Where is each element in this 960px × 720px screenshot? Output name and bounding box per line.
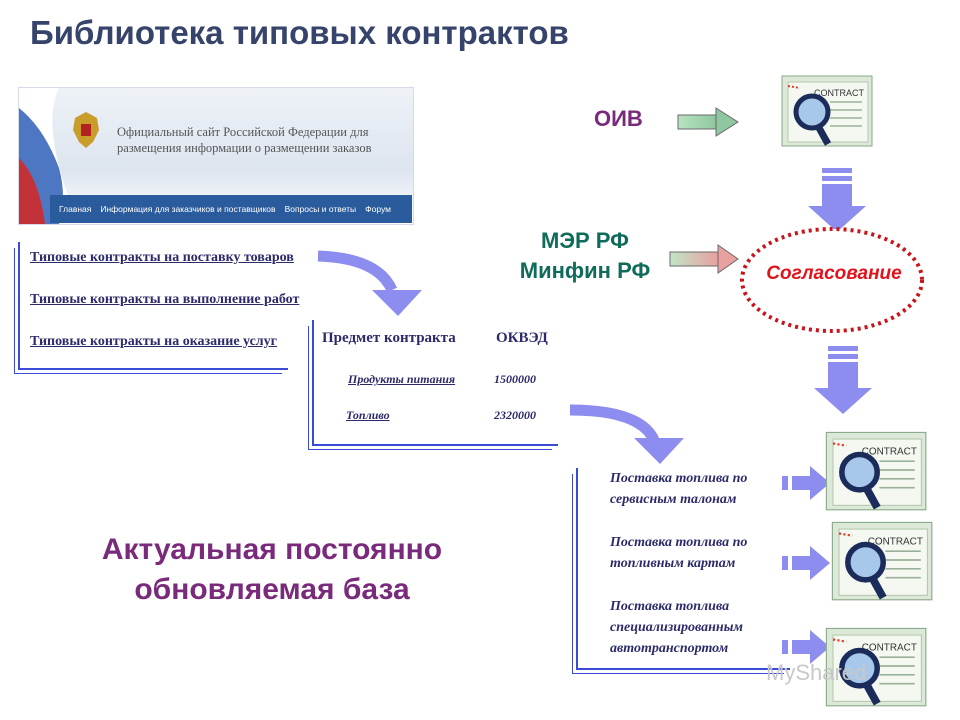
right-arrow-2-icon	[782, 546, 830, 580]
contract-type-goods-link[interactable]: Типовые контракты на поставку товаров	[30, 250, 294, 265]
contract-type-services-link[interactable]: Типовые контракты на оказание услуг	[30, 334, 278, 349]
subject-fuel-link[interactable]: Топливо	[346, 408, 390, 422]
fuel-contract-cards-link[interactable]: Поставка топлива по топливным картам	[610, 535, 748, 571]
contract-doc-coupons-icon: CONTRACT	[820, 428, 930, 517]
tagline-line-1: Актуальная постоянно	[101, 533, 443, 566]
contract-type-works-link[interactable]: Типовые контракты на выполнение работ	[30, 292, 300, 307]
contract-doc-cards-icon: CONTRACT	[826, 518, 936, 607]
down-arrow-2-icon	[814, 346, 872, 414]
oiv-arrow-icon	[677, 107, 739, 137]
mer-label: МЭР РФ	[541, 228, 629, 253]
contract-types-list: Типовые контракты на поставку товаров Ти…	[18, 242, 299, 370]
fuel-contract-transport-link[interactable]: Поставка топлива специализированным авто…	[610, 599, 744, 656]
subject-table: Предмет контракта ОКВЭД Продукты питания…	[312, 320, 558, 446]
svg-text:CONTRACT: CONTRACT	[868, 537, 923, 548]
minfin-label: Минфин РФ	[519, 258, 651, 283]
subject-food-link[interactable]: Продукты питания	[348, 372, 456, 386]
oiv-label: ОИВ	[594, 106, 643, 131]
portal-site-title: Официальный сайт Российской Федерации дл…	[117, 125, 372, 155]
page-title: Библиотека типовых контрактов	[30, 14, 569, 51]
okved-header: ОКВЭД	[496, 330, 548, 346]
portal-nav-bar: Главная Информация для заказчиков и пост…	[50, 195, 412, 223]
contract-doc-transport-icon: CONTRACT	[820, 624, 930, 713]
tagline: Актуальная постоянно обновляемая база	[52, 530, 492, 610]
svg-text:CONTRACT: CONTRACT	[862, 643, 917, 654]
subject-header: Предмет контракта	[322, 330, 456, 346]
portal-nav-info[interactable]: Информация для заказчиков и поставщиков	[100, 204, 276, 214]
portal-nav-faq[interactable]: Вопросы и ответы	[284, 204, 357, 214]
mer-arrow-icon	[669, 244, 739, 274]
portal-nav-forum[interactable]: Форум	[365, 204, 391, 214]
doc-text: CONTRACT	[814, 88, 864, 98]
fuel-contract-coupons-link[interactable]: Поставка топлива по сервисным талонам	[610, 471, 748, 507]
right-arrow-1-icon	[782, 466, 830, 500]
down-arrow-1-icon	[808, 168, 866, 232]
coat-of-arms-icon	[73, 112, 99, 148]
subject-food-code: 1500000	[494, 372, 536, 386]
curved-arrow-1-icon	[317, 250, 422, 316]
curved-arrow-2-icon	[569, 404, 684, 464]
approval-label: Согласование	[766, 263, 902, 284]
right-arrow-3-icon	[782, 630, 830, 664]
approval-ellipse	[740, 227, 924, 333]
watermark: MyShared	[766, 660, 867, 685]
subject-fuel-code: 2320000	[494, 408, 536, 422]
tagline-line-2: обновляемая база	[134, 573, 410, 606]
svg-text:CONTRACT: CONTRACT	[862, 447, 917, 458]
fuel-contracts-list: Поставка топлива по сервисным талонам По…	[576, 468, 790, 670]
contract-doc-oiv-icon: CONTRACT	[778, 72, 874, 153]
mer-minfin-label: МЭР РФ Минфин РФ	[500, 226, 670, 286]
portal-nav-home[interactable]: Главная	[59, 204, 92, 214]
